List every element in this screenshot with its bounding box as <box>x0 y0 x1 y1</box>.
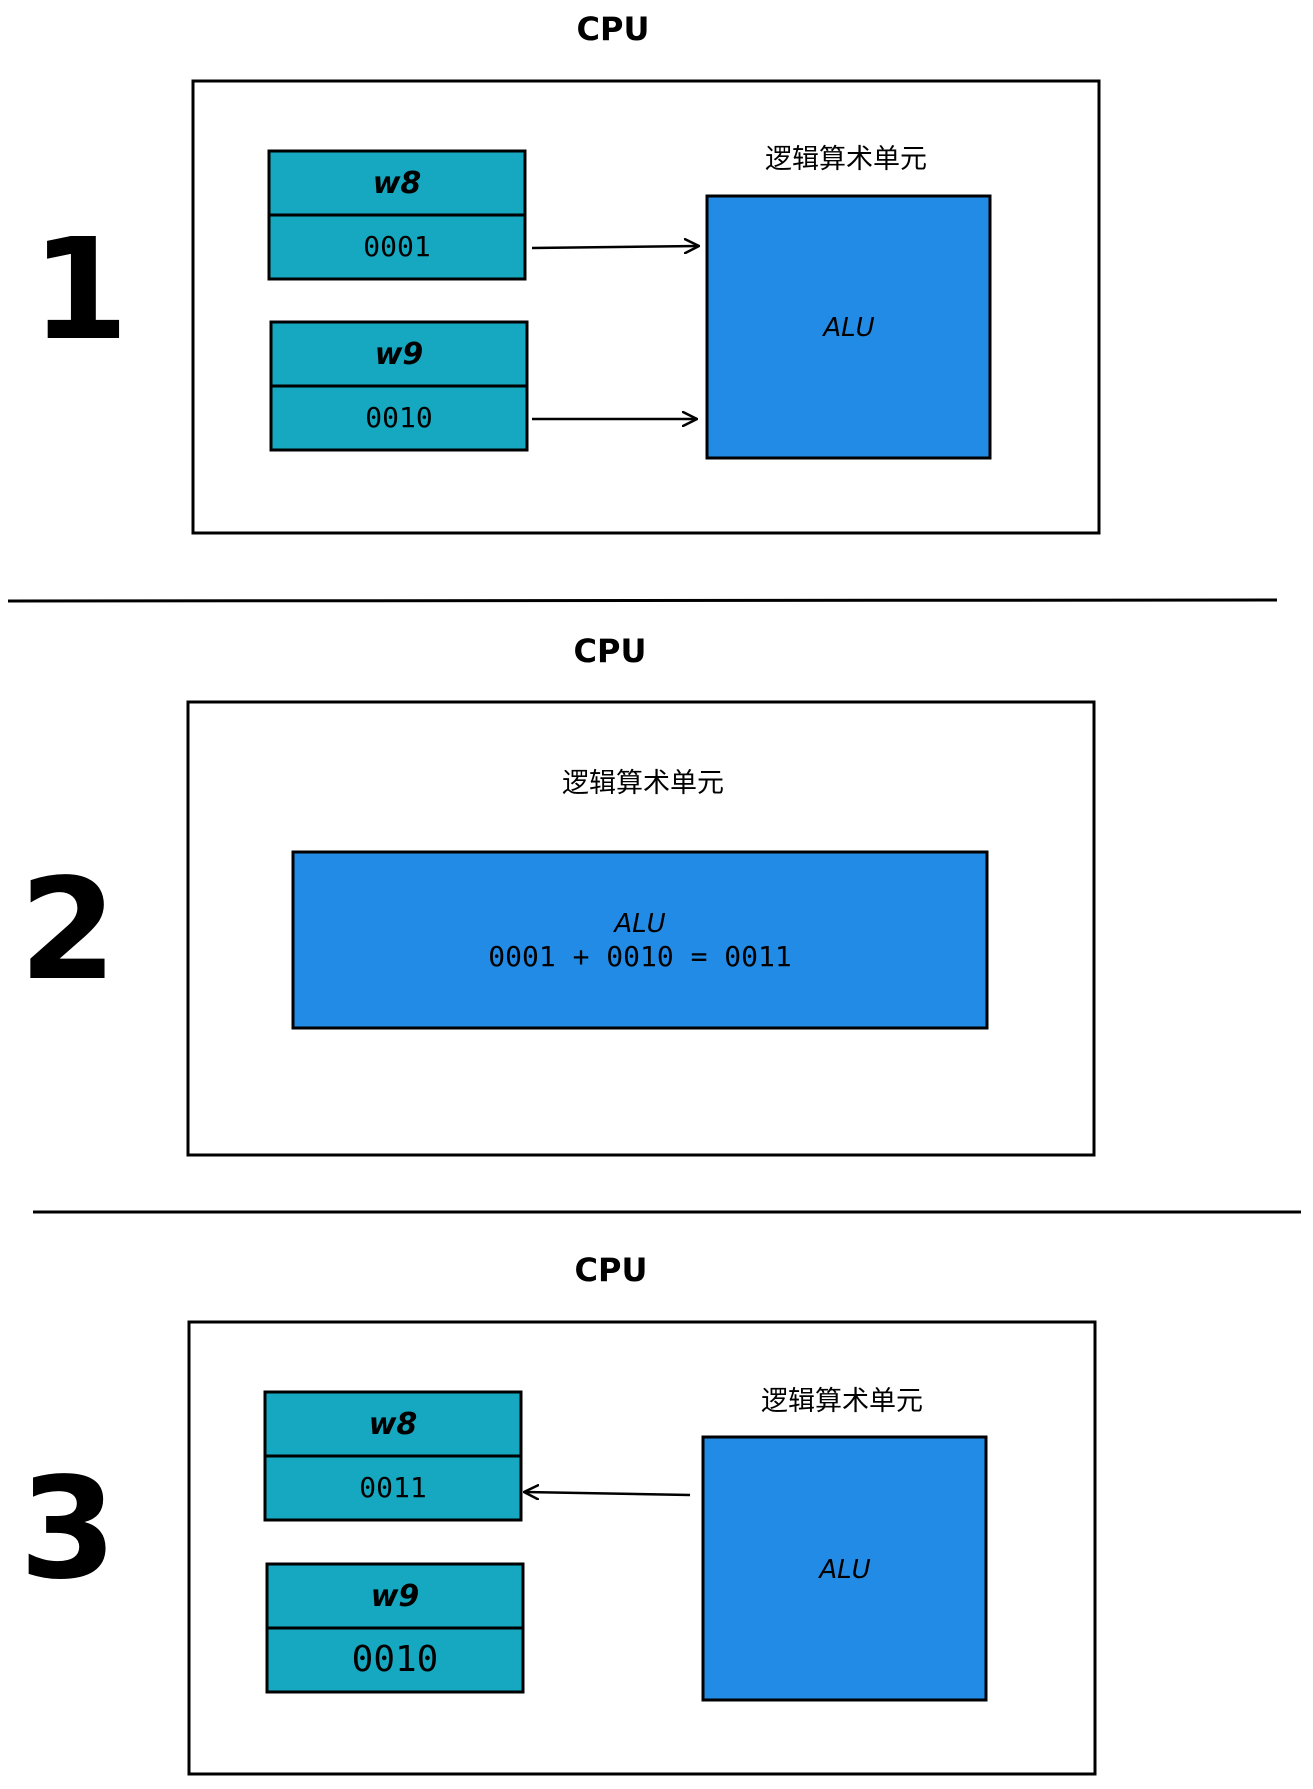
alu-box <box>705 194 992 460</box>
step-number: 1 <box>31 209 128 372</box>
cpu-box <box>187 1320 1097 1776</box>
register-value: 0001 <box>363 230 430 263</box>
step-number: 3 <box>19 1448 116 1611</box>
alu-label: ALU <box>821 313 874 343</box>
alu-caption: 逻辑算术单元 <box>562 768 724 799</box>
divider <box>7 598 1278 603</box>
cpu-label: CPU <box>574 632 647 670</box>
alu-label: ALU <box>612 909 665 939</box>
register-name: w8 <box>369 1407 418 1442</box>
register-value: 0010 <box>352 1639 439 1680</box>
register-name-cell <box>269 320 529 388</box>
panel-2: 2 CPU 逻辑算术单元 ALU 0001 + 0010 = 0011 <box>19 632 1096 1157</box>
arrow-w8-to-alu <box>531 246 698 248</box>
register-value-cell <box>269 384 529 452</box>
step-number: 2 <box>19 849 116 1012</box>
register-value-cell <box>267 213 527 281</box>
alu-box <box>701 1435 988 1702</box>
alu-box <box>291 850 989 1030</box>
cpu-label: CPU <box>575 1251 648 1289</box>
register-w9: w9 0010 <box>265 1562 525 1694</box>
alu-operation: 0001 + 0010 = 0011 <box>488 940 791 973</box>
register-value-cell <box>263 1454 523 1522</box>
register-w9: w9 0010 <box>269 320 529 452</box>
panel-1: 1 CPU w8 0001 w9 0010 逻辑算术单元 ALU <box>31 10 1101 535</box>
register-name-cell <box>263 1390 523 1458</box>
arrow-alu-to-w8 <box>525 1492 691 1495</box>
register-value: 0011 <box>359 1471 426 1504</box>
register-w8: w8 0011 <box>263 1390 523 1522</box>
alu-caption: 逻辑算术单元 <box>761 1386 923 1417</box>
register-name: w9 <box>375 337 424 372</box>
register-value-cell <box>265 1626 525 1694</box>
alu-label: ALU <box>817 1555 870 1585</box>
panel-3: 3 CPU w8 0011 w9 0010 逻辑算术单元 ALU <box>19 1251 1097 1776</box>
register-value: 0010 <box>365 401 432 434</box>
register-name: w9 <box>371 1579 420 1614</box>
cpu-box <box>191 79 1101 535</box>
register-name: w8 <box>373 166 422 201</box>
cpu-label: CPU <box>577 10 650 48</box>
cpu-box <box>186 700 1096 1157</box>
register-w8: w8 0001 <box>267 149 527 281</box>
alu-caption: 逻辑算术单元 <box>765 144 927 175</box>
